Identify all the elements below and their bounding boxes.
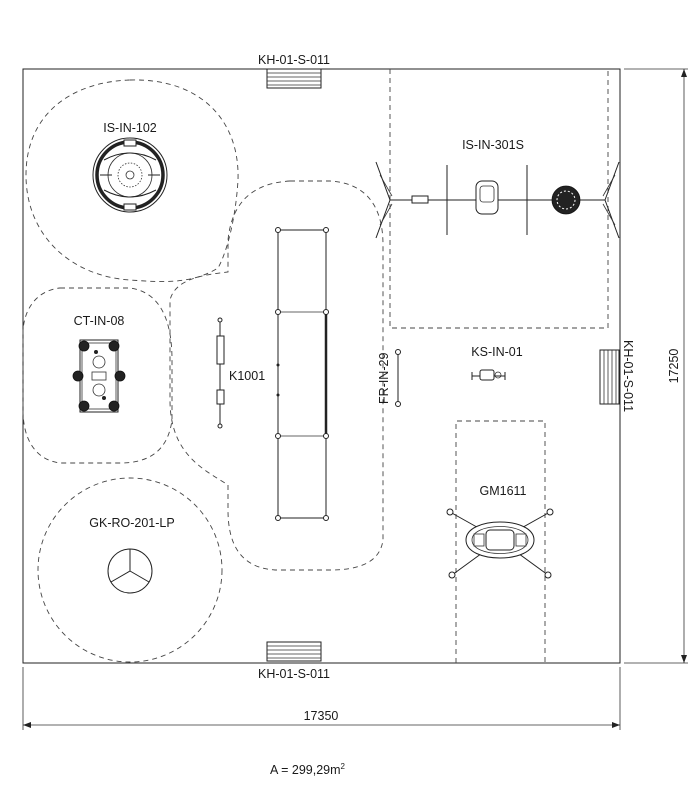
entrance-bottom-label: KH-01-S-011	[258, 667, 330, 681]
area-label: A = 299,29m2	[270, 762, 430, 777]
label-ks-in-01: KS-IN-01	[471, 345, 522, 359]
label-is-in-301s: IS-IN-301S	[462, 138, 524, 152]
equipment-is-in-102	[92, 137, 168, 213]
equipment-k1001-post	[216, 317, 225, 429]
label-is-in-102: IS-IN-102	[103, 121, 157, 135]
dimension-height	[624, 68, 688, 664]
area-value: A = 299,29m	[270, 763, 341, 778]
dimension-width	[22, 667, 621, 730]
entrance-top-gate	[266, 68, 322, 89]
equipment-gk-ro-201-lp	[107, 548, 153, 594]
entrance-right-gate	[599, 349, 620, 405]
label-fr-in-29: FR-IN-29	[377, 353, 391, 404]
dimension-height-label: 17250	[667, 349, 681, 384]
entrance-top-label: KH-01-S-011	[258, 53, 330, 67]
area-unit-superscript: 2	[340, 762, 345, 771]
equipment-is-in-301s	[375, 161, 620, 239]
entrance-bottom-gate	[266, 641, 322, 662]
label-ct-in-08: CT-IN-08	[74, 314, 125, 328]
equipment-ks-in-01	[471, 369, 506, 381]
label-k1001: K1001	[229, 369, 265, 383]
equipment-ct-in-08	[72, 339, 126, 413]
equipment-fr-in-29	[395, 349, 401, 407]
equipment-k1001-frame	[275, 227, 329, 521]
label-gm1611: GM1611	[479, 484, 526, 498]
entrance-right-label: KH-01-S-011	[621, 340, 635, 412]
label-gk-ro-201-lp: GK-RO-201-LP	[89, 516, 174, 530]
safety-zone-ct-in-08	[22, 287, 173, 464]
safety-zone-gk-ro-201-lp	[37, 477, 223, 663]
safety-zone-k1001	[169, 180, 384, 571]
equipment-gm1611	[446, 508, 554, 579]
safety-zone-gm1611	[455, 420, 546, 663]
dimension-width-label: 17350	[304, 709, 339, 723]
safety-zone-is-in-301s	[389, 69, 609, 329]
